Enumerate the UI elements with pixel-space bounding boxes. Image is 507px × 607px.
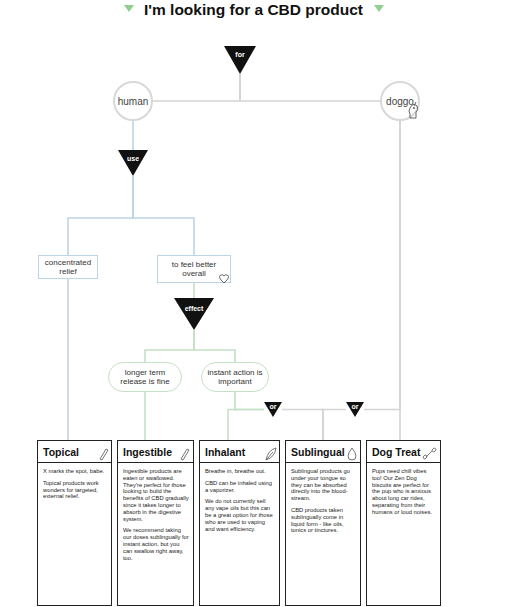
connector <box>153 74 240 101</box>
card-heading: Ingestible <box>118 441 193 463</box>
node-label: to feel better overall <box>160 260 228 278</box>
triangle-shape <box>224 46 256 74</box>
triangle-shape <box>174 298 214 330</box>
card-heading: Dog Treat <box>367 441 440 463</box>
option-pill: longer term release is fine <box>108 362 182 392</box>
choice-circle: doggo <box>380 81 420 121</box>
connector <box>240 74 380 101</box>
node-label: instant action is important <box>205 368 265 386</box>
connector <box>323 410 346 441</box>
connector <box>67 279 69 440</box>
triangle-label: or <box>270 403 277 410</box>
triangle-label: or <box>352 403 359 410</box>
card-body: Pups need chill vibes too! Our Zen Dog b… <box>367 463 440 516</box>
triangle-label: effect <box>185 305 204 312</box>
card-text: Pups need chill vibes too! Our Zen Dog b… <box>372 468 436 516</box>
decision-triangle: effect <box>174 298 214 330</box>
triangle-shape <box>118 150 148 176</box>
connector <box>133 176 194 255</box>
product-card: Dog TreatPups need chill vibes too! Our … <box>366 440 441 606</box>
product-card: SublingualSublingual products go under y… <box>285 440 361 606</box>
connector <box>228 410 264 441</box>
decision-triangle: or <box>346 402 364 417</box>
card-text: We recommend taking our doses sublingual… <box>123 527 189 561</box>
card-heading: Sublingual <box>286 441 360 463</box>
product-card: IngestibleIngestible products are eaten … <box>117 440 194 606</box>
product-card: Topical X marks the spot, babe. Topical pr… <box>37 440 112 606</box>
node-label: human <box>118 96 149 107</box>
triangle-label: use <box>127 155 139 162</box>
card-body: X marks the spot, babe. Topical products … <box>38 463 111 500</box>
card-heading: Topical <box>38 441 111 463</box>
choice-circle: human <box>113 81 153 121</box>
card-text: We do not currently sell any vape oils b… <box>205 498 275 532</box>
card-text: X marks the spot, babe. <box>43 468 107 475</box>
connector <box>145 330 194 362</box>
connector <box>132 121 134 150</box>
decision-triangle: for <box>224 46 256 74</box>
title-triangle <box>374 5 384 12</box>
product-card: InhalantBreathe in, breathe out. CBD can … <box>199 440 280 606</box>
connector <box>68 176 133 255</box>
card-heading: Inhalant <box>200 441 279 463</box>
card-body: Sublingual products go under your tongue… <box>286 463 360 534</box>
connector <box>194 330 235 362</box>
card-body: Ingestible products are eaten or swallow… <box>118 463 193 561</box>
card-text: Breathe in, breathe out. <box>205 468 275 475</box>
title-triangle <box>124 5 134 12</box>
option-pill: instant action is important <box>201 362 269 392</box>
node-label: doggo <box>386 96 414 107</box>
decision-triangle: use <box>118 150 148 176</box>
option-box: concentrated relief <box>38 255 98 279</box>
card-text: Topical products work wonders for target… <box>43 480 107 500</box>
decision-triangle: or <box>264 402 282 417</box>
connector <box>364 121 400 410</box>
connector <box>282 410 323 441</box>
triangle-label: for <box>235 51 244 58</box>
title: I'm looking for a CBD product <box>0 1 507 19</box>
card-text: Sublingual products go under your tongue… <box>291 468 356 502</box>
card-body: Breathe in, breathe out. CBD can be inhal… <box>200 463 279 532</box>
option-box: to feel better overall <box>157 255 231 283</box>
node-label: longer term release is fine <box>112 368 178 386</box>
connector <box>235 392 264 410</box>
card-text: CBD products taken sublingually come in … <box>291 507 356 534</box>
card-text: Ingestible products are eaten or swallow… <box>123 468 189 522</box>
card-text: CBD can be inhaled using a vaporizer. <box>205 480 275 494</box>
node-label: concentrated relief <box>41 258 95 276</box>
connector <box>144 392 146 440</box>
connector <box>193 283 195 298</box>
